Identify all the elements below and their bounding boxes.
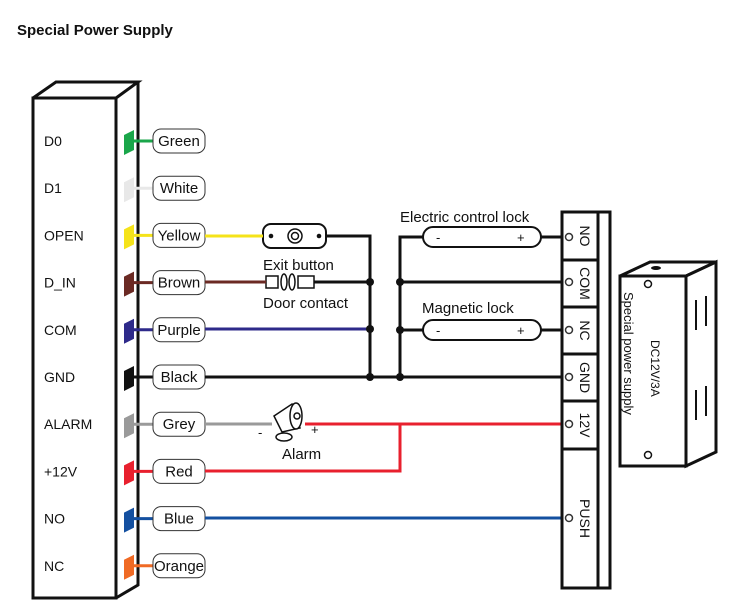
wire-clip [124, 318, 134, 344]
magnetic-lock-icon: - + [422, 319, 542, 341]
wire-clip [124, 177, 134, 203]
terminal-row: NC Orange [44, 553, 206, 580]
pin-label: OPEN [44, 227, 84, 243]
alarm-plus: + [311, 422, 319, 437]
wire-clip [124, 460, 134, 486]
door-contact-label: Door contact [263, 295, 349, 312]
screw-icon [564, 513, 574, 523]
door-contact-icon [265, 273, 315, 291]
supply-terminal-label: NO [577, 226, 593, 247]
terminal-row: NO Blue [44, 506, 206, 533]
screw-icon [564, 277, 574, 287]
lock-plus: + [517, 323, 525, 338]
access-controller [31, 80, 143, 600]
alarm-label: Alarm [282, 446, 321, 463]
terminal-row: D_IN Brown [44, 270, 206, 297]
wire-color-label: Green [158, 133, 200, 150]
wire-color-label: White [160, 180, 198, 197]
wire-clip [124, 224, 134, 250]
wire-clip [124, 413, 134, 439]
supply-terminals: NO COM NC GND 12V PUSH [562, 226, 598, 538]
screw-icon [564, 325, 574, 335]
electric-lock-icon: - + [422, 226, 542, 248]
supply-terminal-label: PUSH [577, 499, 593, 538]
wire-color-tag [152, 175, 206, 201]
wire-color-label: Grey [163, 416, 196, 433]
junction-dots [366, 278, 404, 381]
terminal-row: ALARM Grey [44, 411, 206, 439]
alarm-siren-icon [273, 402, 303, 442]
terminal-row: D1 White [44, 175, 206, 203]
wire-color-tag [152, 553, 206, 579]
wires [205, 234, 565, 520]
lock-minus: - [436, 323, 440, 338]
pin-label: D1 [44, 180, 62, 196]
pin-label: +12V [44, 463, 78, 479]
wire-color-label: Yellow [158, 227, 201, 244]
pin-label: GND [44, 369, 75, 385]
supply-terminal-label: NC [577, 320, 593, 340]
pin-label: NO [44, 511, 65, 527]
screw-icon [564, 232, 574, 242]
terminal-row: GND Black [44, 364, 206, 391]
wire-clip [124, 271, 134, 297]
supply-terminal-label: GND [577, 362, 593, 393]
supply-terminal: GND [562, 352, 598, 393]
supply-terminal-label: 12V [577, 413, 593, 439]
wire-color-label: Orange [154, 558, 204, 575]
screw-icon [564, 372, 574, 382]
pin-label: D_IN [44, 275, 76, 291]
wire-clip [124, 507, 134, 533]
supply-terminal: 12V [562, 399, 598, 439]
lock-minus: - [436, 230, 440, 245]
terminal-row: D0 Green [44, 128, 206, 155]
lock-plus: + [517, 230, 525, 245]
wire-clip [124, 554, 134, 580]
screw-icon [564, 419, 574, 429]
diagram-title: Special Power Supply [17, 22, 173, 39]
supply-terminal: NO [564, 226, 593, 247]
exit-button-icon [262, 223, 327, 249]
wire-clip [124, 130, 134, 155]
wire-color-label: Black [161, 369, 198, 386]
terminal-row: OPEN Yellow [44, 222, 206, 250]
supply-label: Special power supply [621, 292, 636, 415]
electric-lock-label: Electric control lock [400, 209, 530, 226]
magnetic-lock-label: Magnetic lock [422, 300, 514, 317]
wire-color-label: Red [165, 463, 193, 480]
wire-color-label: Brown [158, 275, 201, 292]
supply-terminal-label: COM [577, 267, 593, 300]
pin-label: NC [44, 558, 64, 574]
pin-label: ALARM [44, 416, 92, 432]
alarm-minus: - [258, 425, 262, 440]
pin-label: D0 [44, 133, 62, 149]
supply-terminal: PUSH [562, 447, 598, 538]
terminal-row: +12V Red [44, 458, 206, 486]
exit-button-label: Exit button [263, 257, 334, 274]
supply-terminal: COM [562, 258, 598, 300]
wire-color-label: Purple [157, 322, 200, 339]
supply-terminal: NC [562, 305, 598, 341]
wire-color-tag [152, 128, 206, 154]
wire-color-label: Blue [164, 511, 194, 528]
pin-label: COM [44, 322, 77, 338]
power-supply-unit [618, 259, 718, 469]
supply-rating: DC12V/3A [648, 340, 662, 397]
wire-clip [124, 366, 134, 391]
